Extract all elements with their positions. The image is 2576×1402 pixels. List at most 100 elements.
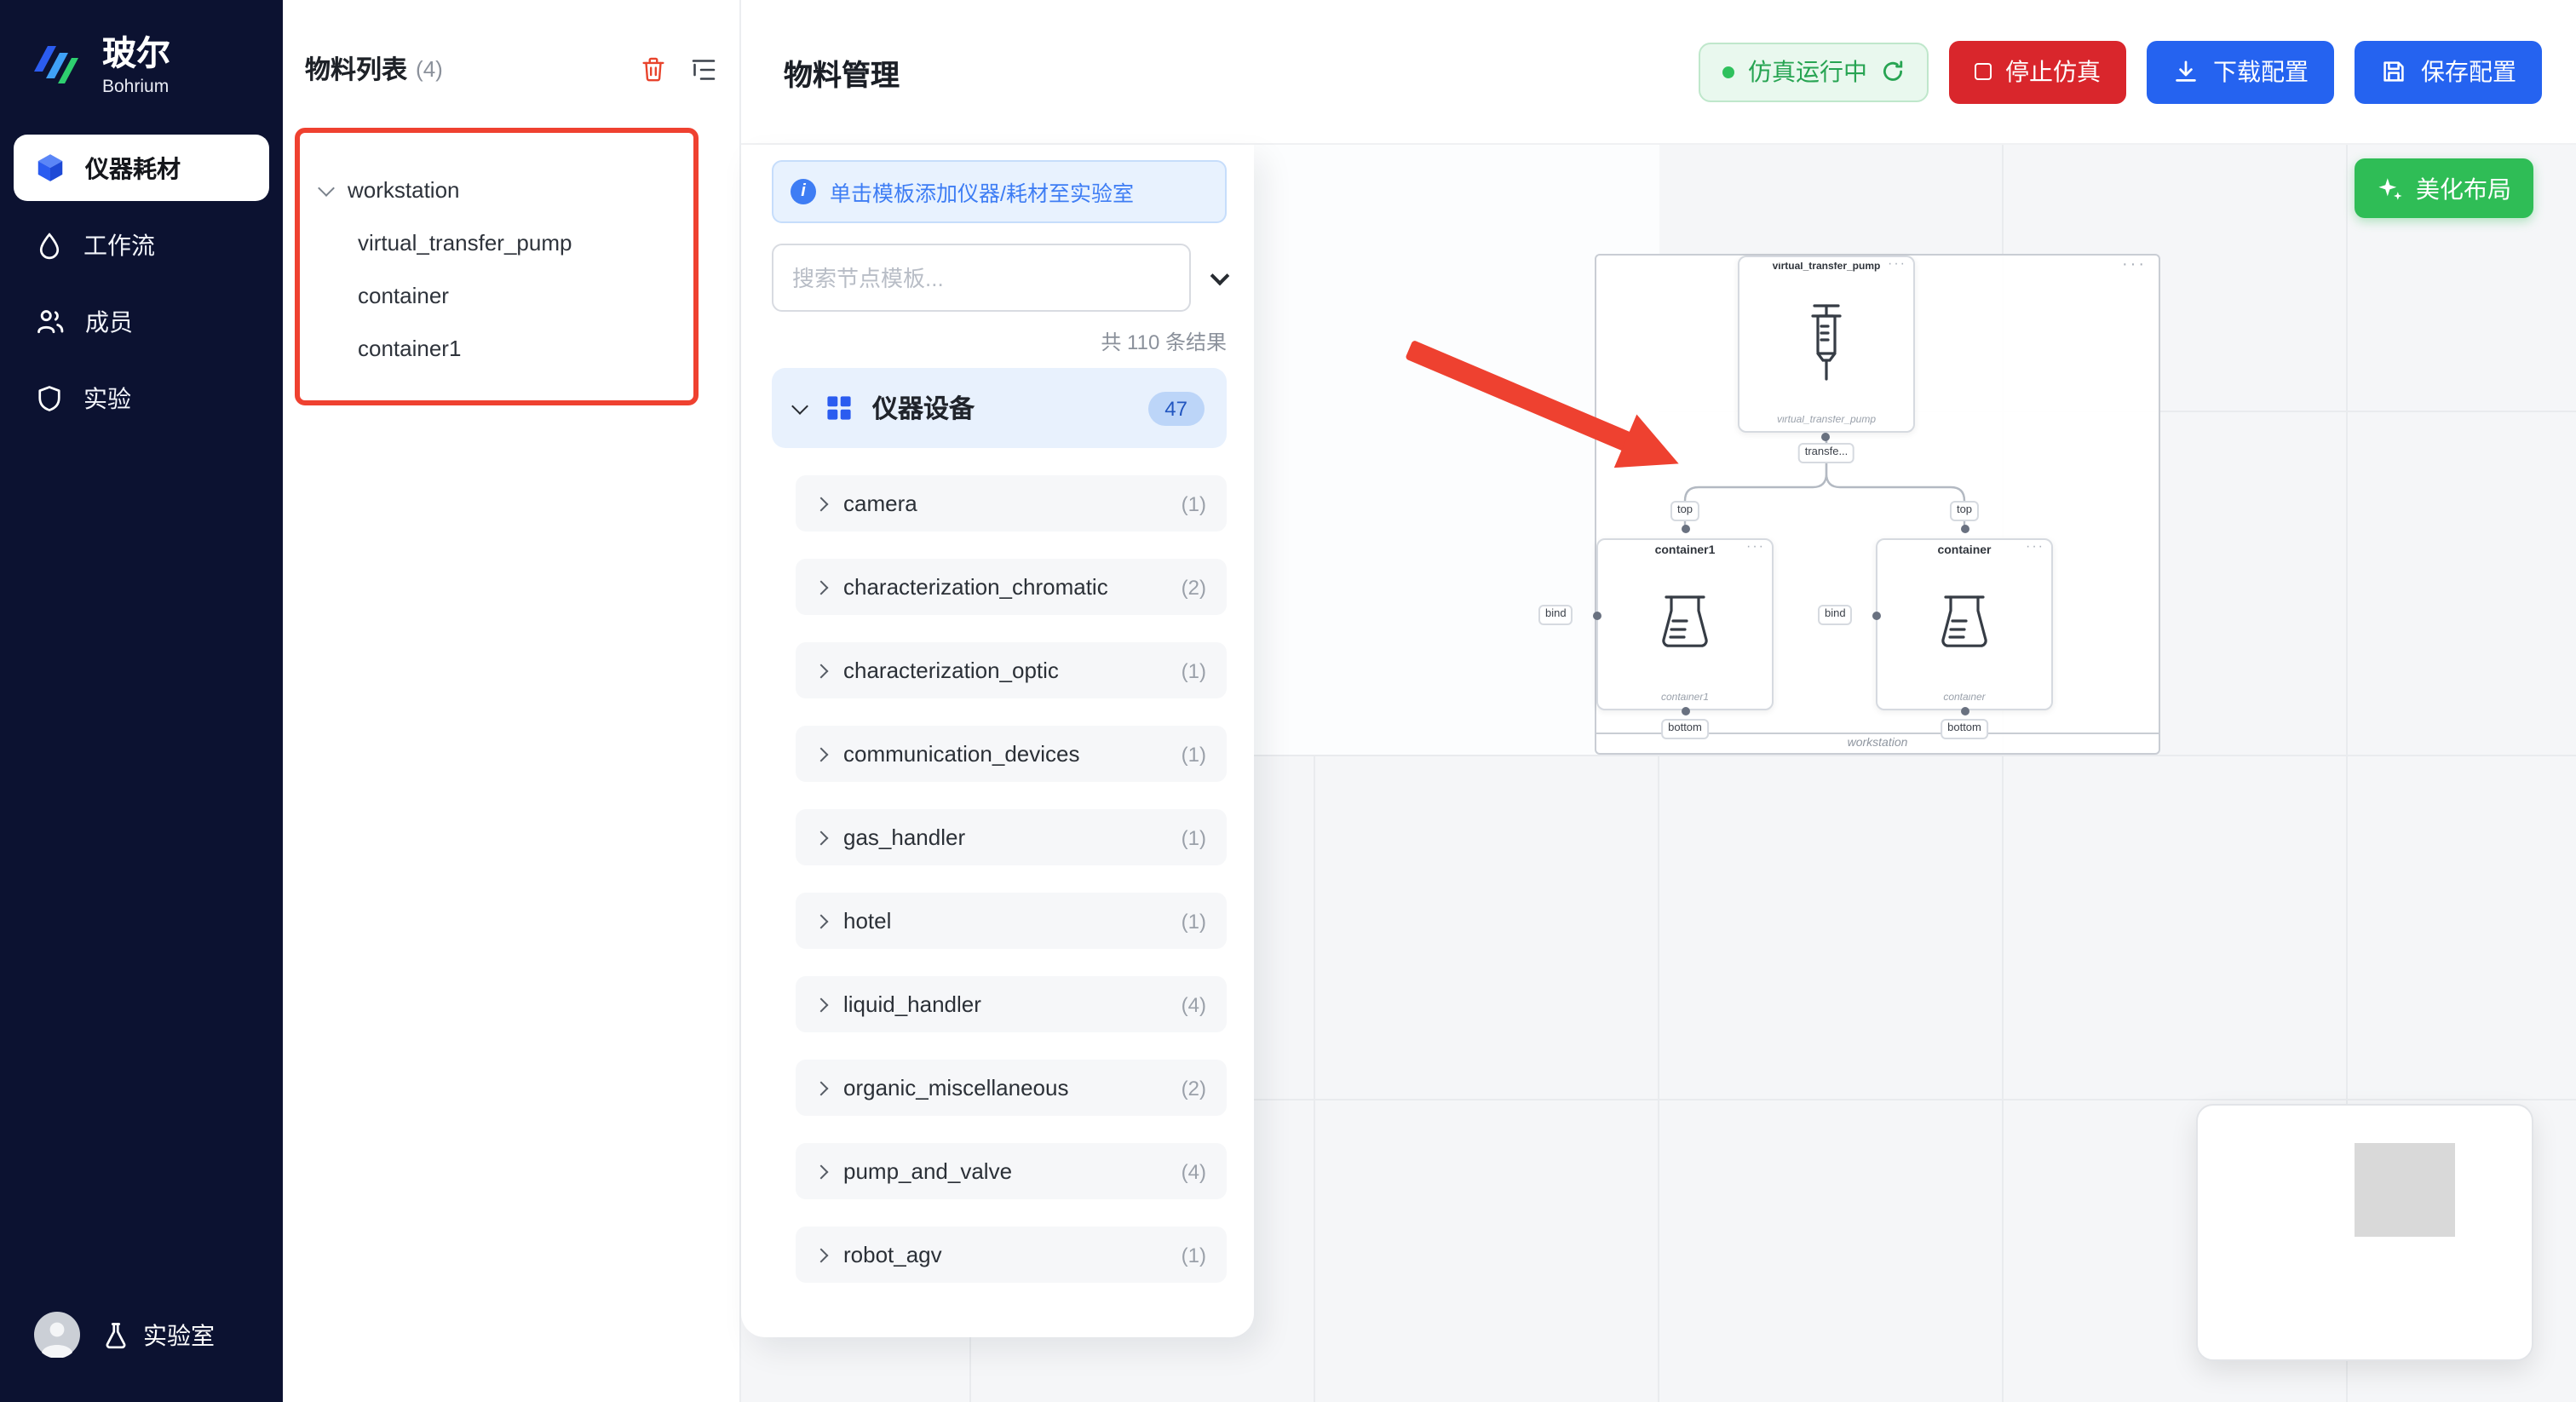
tree-item[interactable]: container1 xyxy=(320,322,572,375)
port-dot[interactable] xyxy=(1961,525,1969,533)
save-label: 保存配置 xyxy=(2421,58,2516,85)
stop-simulation-button[interactable]: 停止仿真 xyxy=(1949,40,2126,103)
beautify-layout-button[interactable]: 美化布局 xyxy=(2355,158,2533,218)
sidebar-item-members[interactable]: 成员 xyxy=(14,288,269,354)
collapse-panel-icon[interactable] xyxy=(1210,265,1230,285)
node-subtitle: container xyxy=(1943,693,1986,704)
chevron-right-icon xyxy=(814,997,829,1012)
category-count: (1) xyxy=(1181,742,1206,766)
chevron-right-icon xyxy=(814,579,829,595)
port-dot[interactable] xyxy=(1593,612,1601,620)
chevron-right-icon xyxy=(814,746,829,761)
save-icon xyxy=(2383,61,2404,82)
category-row-characterization-chromatic[interactable]: characterization_chromatic (2) xyxy=(796,559,1227,615)
outline-toggle-button[interactable] xyxy=(688,54,719,84)
category-name: pump_and_valve xyxy=(843,1158,1013,1184)
stop-icon xyxy=(1975,63,1992,80)
status-label: 仿真运行中 xyxy=(1748,58,1867,85)
minimap[interactable] xyxy=(2196,1104,2533,1361)
bohrium-logo-icon xyxy=(34,46,78,83)
more-options-icon[interactable]: ··· xyxy=(1888,256,1906,271)
minimap-viewport[interactable] xyxy=(2355,1143,2455,1237)
group-instruments[interactable]: 仪器设备 47 xyxy=(772,368,1227,448)
sidebar-item-workflow[interactable]: 工作流 xyxy=(14,211,269,278)
sidebar-item-label: 实验 xyxy=(83,384,131,411)
more-options-icon[interactable]: ··· xyxy=(2122,256,2147,274)
beaker-icon xyxy=(1930,591,1998,664)
chevron-right-icon xyxy=(814,663,829,678)
sidebar-footer: 实验室 xyxy=(0,1312,283,1358)
category-row-communication-devices[interactable]: communication_devices (1) xyxy=(796,726,1227,782)
simulation-status-badge[interactable]: 仿真运行中 xyxy=(1699,42,1929,101)
brand-name-cn: 玻尔 xyxy=(102,36,170,73)
category-row-characterization-optic[interactable]: characterization_optic (1) xyxy=(796,642,1227,698)
tree-item-workstation[interactable]: workstation xyxy=(318,164,572,216)
outline-list-icon xyxy=(692,59,716,79)
node-container1[interactable]: container1 ··· container1 xyxy=(1596,538,1774,710)
chevron-right-icon xyxy=(814,496,829,511)
category-row-gas-handler[interactable]: gas_handler (1) xyxy=(796,809,1227,865)
more-options-icon[interactable]: ··· xyxy=(1746,538,1765,554)
brand: 玻尔 Bohrium xyxy=(0,0,283,97)
droplet-icon xyxy=(39,232,60,259)
category-row-liquid-handler[interactable]: liquid_handler (4) xyxy=(796,976,1227,1032)
chevron-right-icon xyxy=(814,1080,829,1095)
category-row-pump-and-valve[interactable]: pump_and_valve (4) xyxy=(796,1143,1227,1199)
port-dot[interactable] xyxy=(1872,612,1881,620)
status-dot-icon xyxy=(1722,66,1734,78)
port-label-bind: bind xyxy=(1538,605,1573,625)
category-row-hotel[interactable]: hotel (1) xyxy=(796,893,1227,949)
refresh-icon[interactable] xyxy=(1881,60,1905,83)
chevron-right-icon xyxy=(814,913,829,928)
category-count: (1) xyxy=(1181,1243,1206,1267)
main-header: 物料管理 仿真运行中 停止仿真 下载配置 xyxy=(741,0,2576,145)
lab-label: 实验室 xyxy=(143,1321,215,1348)
port-label-bottom: bottom xyxy=(1941,719,1988,739)
materials-list-count: (4) xyxy=(416,56,443,82)
tree-item[interactable]: virtual_transfer_pump xyxy=(320,216,572,269)
download-config-button[interactable]: 下载配置 xyxy=(2147,40,2334,103)
avatar[interactable] xyxy=(34,1312,80,1358)
chevron-down-icon xyxy=(791,397,808,414)
more-options-icon[interactable]: ··· xyxy=(2026,538,2044,554)
app-sidebar: 玻尔 Bohrium 仪器耗材 工作流 xyxy=(0,0,283,1402)
category-name: liquid_handler xyxy=(843,991,981,1017)
category-row-camera[interactable]: camera (1) xyxy=(796,475,1227,531)
category-name: communication_devices xyxy=(843,741,1080,767)
user-avatar-icon xyxy=(34,1312,80,1358)
node-virtual-transfer-pump[interactable]: virtual_transfer_pump ··· virtual_transf… xyxy=(1738,256,1915,433)
workstation-group-node[interactable]: ··· virtual_transfer_pump ··· xyxy=(1538,254,2160,755)
group-label: 仪器设备 xyxy=(872,395,975,424)
chevron-right-icon xyxy=(814,830,829,845)
node-template-panel: i 单击模板添加仪器/耗材至实验室 共 110 条结果 仪器设备 47 xyxy=(741,145,1254,1337)
category-count: (2) xyxy=(1181,1076,1206,1100)
main-area: 物料管理 仿真运行中 停止仿真 下载配置 xyxy=(741,0,2576,1402)
sidebar-item-experiments[interactable]: 实验 xyxy=(14,365,269,431)
save-config-button[interactable]: 保存配置 xyxy=(2355,40,2542,103)
users-icon xyxy=(37,310,64,334)
lab-link[interactable]: 实验室 xyxy=(101,1318,215,1352)
template-hint-banner: i 单击模板添加仪器/耗材至实验室 xyxy=(772,160,1227,223)
category-row-organic-miscellaneous[interactable]: organic_miscellaneous (2) xyxy=(796,1060,1227,1116)
sidebar-item-instruments[interactable]: 仪器耗材 xyxy=(14,135,269,201)
sidebar-nav: 仪器耗材 工作流 成员 实验 xyxy=(0,135,283,431)
category-name: characterization_chromatic xyxy=(843,574,1108,600)
port-dot[interactable] xyxy=(1682,707,1690,715)
tree-item-label: container xyxy=(358,283,449,308)
category-name: robot_agv xyxy=(843,1242,942,1267)
materials-tree: workstation virtual_transfer_pump contai… xyxy=(318,164,572,375)
cube-icon xyxy=(37,154,63,181)
search-input[interactable] xyxy=(772,244,1191,312)
category-count: (1) xyxy=(1181,658,1206,682)
download-icon xyxy=(2176,60,2196,82)
page-title: 物料管理 xyxy=(784,59,900,91)
beaker-icon xyxy=(1651,591,1719,664)
port-dot[interactable] xyxy=(1821,433,1830,441)
tree-item[interactable]: container xyxy=(320,269,572,322)
node-container[interactable]: container ··· container xyxy=(1876,538,2053,710)
port-dot[interactable] xyxy=(1682,525,1690,533)
category-row-robot-agv[interactable]: robot_agv (1) xyxy=(796,1227,1227,1283)
port-dot[interactable] xyxy=(1961,707,1969,715)
category-count: (1) xyxy=(1181,825,1206,849)
delete-button[interactable] xyxy=(639,55,668,83)
